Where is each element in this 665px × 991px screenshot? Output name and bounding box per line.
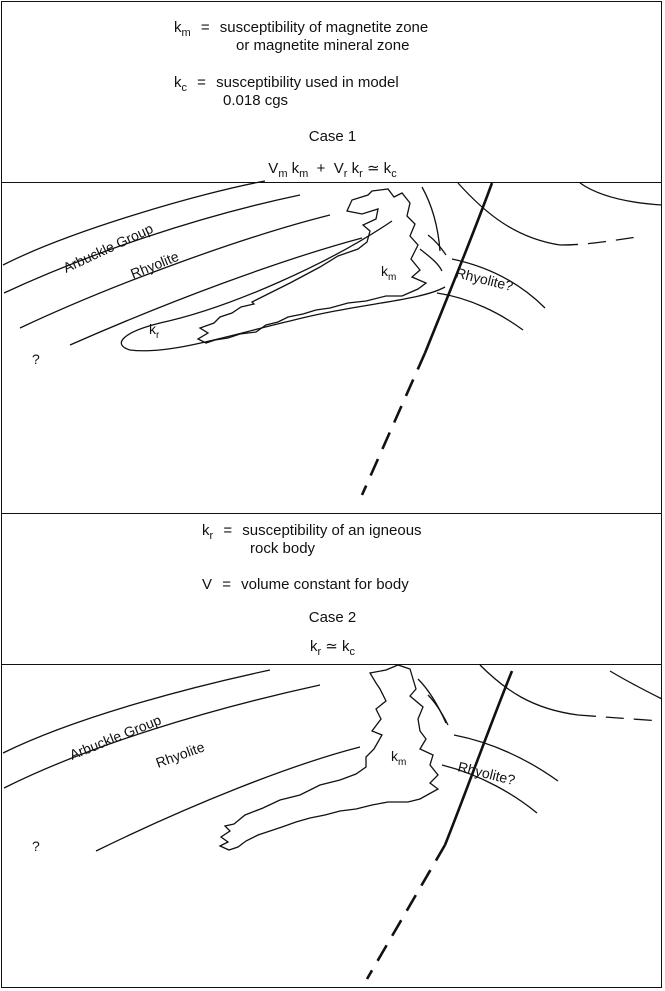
unknown-unit-question: ? [32,351,40,367]
case1-equation: Vm km + Vr kr ≃ kc [0,160,665,183]
rhyolite-bottom-boundary [96,747,360,851]
rhyolite-top-boundary [4,685,320,788]
kc-definition-text-1: susceptibility used in model [216,74,399,91]
rhyolite-label: Rhyolite [128,248,181,282]
divider-2 [1,513,662,514]
kc-symbol: kc [174,74,187,91]
fault-line-solid [445,671,512,845]
km-label: km [391,748,406,768]
right-arc-inner [480,665,578,715]
v-definition-text: volume constant for body [241,576,409,593]
contact-line-2 [428,695,448,725]
case2-equation: kr ≃ kc [0,638,665,661]
case1-title: Case 1 [0,128,665,146]
kc-definition-text-2: 0.018 cgs [223,92,288,110]
rhyolite-label: Rhyolite [154,738,207,770]
v-symbol: V [202,576,212,593]
kr-symbol: kr [202,522,213,539]
km-symbol: km [174,19,191,36]
contact-line-1 [418,679,446,723]
right-arc-dashed [578,715,662,721]
arbuckle-group-label: Arbuckle Group [67,711,163,762]
magnetite-zone-outline [198,189,426,343]
rhyolite-q-arc-lower [437,293,523,330]
right-arc-dashed [560,237,637,245]
arbuckle-top-boundary [3,181,265,265]
contact-line-3 [420,249,442,271]
km-definition-text-1: susceptibility of magnetite zone [220,19,428,36]
fault-line-dashed [362,353,425,495]
upper-right-arc [610,671,662,699]
km-definition-text-2: or magnetite mineral zone [236,37,409,55]
case2-title: Case 2 [0,609,665,627]
km-label: km [381,263,396,283]
fault-line-dashed [367,845,445,979]
rhyolite-question-label: Rhyolite? [456,758,517,788]
contact-line-1 [422,187,440,251]
contact-line-2 [428,235,446,255]
v-definition: V = volume constant for body [202,576,409,594]
upper-right-arc [580,183,662,205]
case1-cross-section: Arbuckle Group Rhyolite Rhyolite? ? km k… [0,183,665,513]
kr-definition-text-1: susceptibility of an igneous [242,522,421,539]
case2-cross-section: Arbuckle Group Rhyolite Rhyolite? ? km [0,665,665,987]
unknown-unit-question: ? [32,838,40,854]
unit-boundary-lower [70,238,362,345]
kr-definition-text-2: rock body [250,540,315,558]
arbuckle-top-boundary [3,670,270,753]
